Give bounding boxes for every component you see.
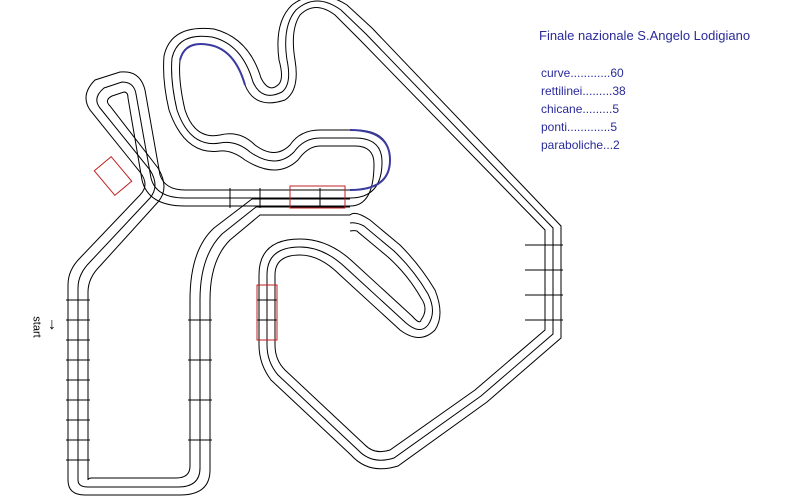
parabolic-section-2 [349,129,392,191]
start-label: start [30,316,43,338]
stat-curves: curve............60 [541,66,624,80]
stat-bridges: ponti.............5 [541,120,618,134]
track-main-loop [67,71,350,480]
track-stats: curve............60 rettilinei.........3… [541,64,626,154]
bridge-section-2 [289,185,346,209]
track-upper-wiggle-lane3 [163,0,562,470]
parabolic-section-1 [179,43,246,86]
track-main-loop-lane2 [77,81,350,480]
stat-parabolics: paraboliche...2 [541,138,620,152]
start-marker: start ↓ [30,315,70,355]
track-upper-wiggle-lane2 [171,0,554,461]
start-arrow-icon: ↓ [48,316,56,333]
stat-chicanes: chicane.........5 [541,102,620,116]
event-title: Finale nazionale S.Angelo Lodigiano [539,28,751,43]
track-left-bottom-lane2 [77,206,350,488]
track-upper-wiggle [179,7,546,453]
track-main-loop-lane3 [87,91,350,480]
track-ties [66,188,563,461]
track-left-bottom-lane3 [87,198,350,481]
bridge-section-3 [256,284,278,341]
stat-straights: rettilinei.........38 [541,84,626,98]
track-left-bottom [67,214,350,496]
bridge-section-1 [93,155,133,197]
